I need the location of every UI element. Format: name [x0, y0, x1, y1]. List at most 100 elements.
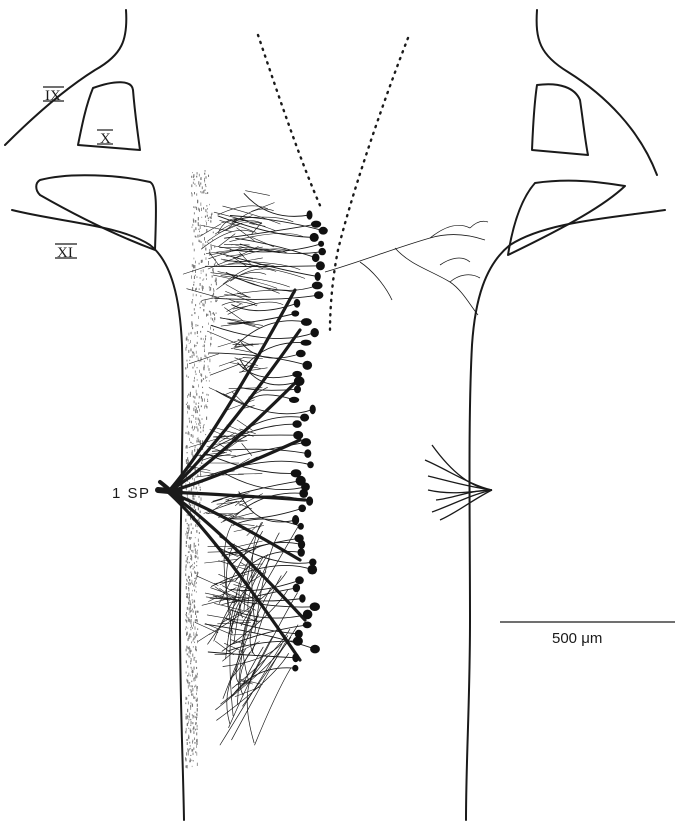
stipple-dot [196, 427, 197, 428]
stipple-dot [192, 669, 193, 670]
stipple-dot [194, 192, 195, 194]
stipple-dot [201, 217, 202, 218]
dendrite-branch [235, 457, 257, 468]
stipple-dot [200, 465, 201, 466]
stipple-dot [211, 337, 212, 340]
stipple-dot [193, 182, 194, 184]
stipple-dot [204, 278, 205, 279]
stipple-dot [206, 221, 207, 222]
stipple-dot [191, 176, 192, 178]
stipple-dot [196, 714, 197, 715]
stipple-dot [193, 294, 194, 297]
stipple-dot [208, 394, 209, 395]
stipple-dot [187, 742, 188, 745]
right-ventral-rootlets [425, 445, 492, 520]
stipple-dot [192, 564, 193, 565]
stipple-dot [192, 172, 193, 173]
stipple-dot [195, 332, 196, 335]
stipple-dot [188, 524, 189, 526]
stipple-dot [193, 396, 194, 397]
stipple-dot [197, 200, 198, 203]
dendrite-branch [234, 349, 257, 354]
stipple-dot [192, 627, 193, 629]
stipple-dot [190, 755, 191, 756]
stipple-dot [192, 326, 193, 327]
stipple-dot [194, 543, 195, 545]
stipple-dot [187, 514, 188, 516]
stipple-dot [205, 184, 206, 186]
stipple-dot [196, 616, 197, 618]
dendrite-branch [209, 388, 236, 400]
stipple-dot [192, 740, 193, 742]
stipple-dot [196, 193, 197, 195]
stipple-dot [189, 420, 190, 422]
stipple-dot [201, 462, 202, 464]
stipple-dot [196, 423, 197, 424]
stipple-dot [206, 186, 207, 187]
stipple-dot [193, 568, 194, 569]
stipple-dot [197, 475, 198, 477]
stipple-dot [193, 728, 194, 730]
stipple-dot [186, 459, 187, 462]
stipple-dot [205, 216, 206, 218]
stipple-dot [188, 752, 189, 755]
stipple-dot [197, 628, 198, 630]
stipple-dot [187, 458, 188, 461]
stipple-dot [196, 351, 197, 354]
stipple-dot [194, 449, 195, 452]
stipple-dot [188, 597, 189, 600]
stipple-dot [191, 650, 192, 652]
stipple-dot [197, 235, 198, 238]
stipple-dot [186, 752, 187, 755]
stipple-dot [189, 673, 190, 676]
stipple-dot [193, 174, 194, 177]
stipple-dot [206, 404, 207, 407]
stipple-dot [194, 364, 195, 367]
stipple-dot [190, 663, 191, 664]
stipple-dot [198, 208, 199, 211]
dendrite-branch [230, 233, 303, 241]
stipple-dot [208, 220, 209, 221]
stipple-dot [194, 667, 195, 670]
stipple-dot [215, 300, 216, 303]
stipple-dot [194, 249, 195, 252]
stipple-dot [208, 365, 209, 367]
stipple-dot [186, 404, 187, 405]
stipple-dot [197, 673, 198, 676]
stipple-dot [186, 568, 187, 571]
stipple-dot [211, 244, 212, 247]
stipple-dot [200, 191, 201, 192]
stipple-dot [205, 193, 206, 194]
stipple-dot [188, 576, 189, 579]
stipple-dot [195, 417, 196, 420]
dendrite-branch [206, 266, 321, 267]
stipple-dot [192, 691, 193, 692]
stipple-dot [204, 406, 205, 409]
stipple-dot [190, 708, 191, 709]
stipple-dot [188, 551, 189, 553]
cell-body [294, 299, 301, 308]
stipple-dot [204, 344, 205, 346]
cell-body [310, 405, 316, 415]
stipple-dot [187, 607, 188, 610]
stipple-dot [186, 586, 187, 589]
stipple-dot [207, 401, 208, 402]
stipple-dot [191, 531, 192, 533]
stipple-dot [188, 556, 189, 557]
dendrite-branch [207, 615, 237, 620]
stipple-dot [199, 361, 200, 363]
stipple-dot [200, 295, 201, 297]
stipple-dot [187, 675, 188, 677]
stipple-dot [190, 604, 191, 606]
stipple-dot [196, 185, 197, 187]
stipple-dot [194, 478, 195, 481]
stipple-dot [193, 550, 194, 553]
stipple-dot [216, 313, 217, 314]
stipple-dot [205, 355, 206, 358]
stipple-dot [189, 502, 190, 504]
stipple-dot [203, 425, 204, 427]
stipple-dot [202, 186, 203, 189]
stipple-dot [204, 361, 205, 363]
stipple-dot [194, 657, 195, 660]
stipple-dot [197, 342, 198, 344]
